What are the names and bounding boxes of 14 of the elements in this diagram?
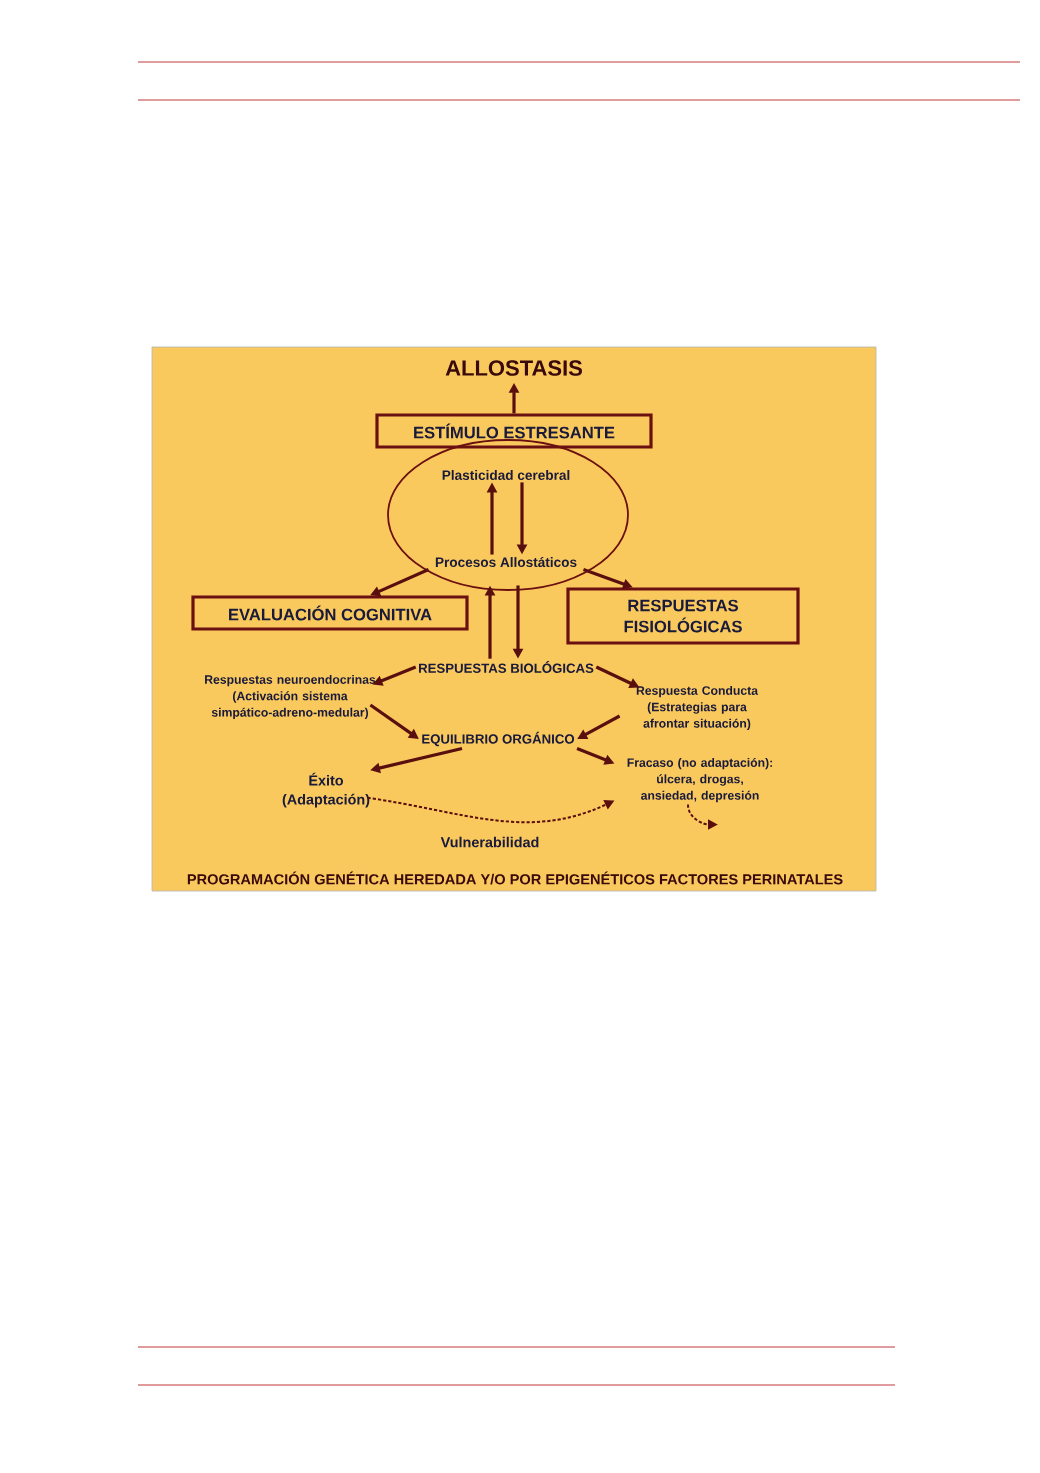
node-text: Fracaso (no adaptación): úlcera, drogas, ansiedad, depresión xyxy=(627,757,773,803)
node-text: Procesos Allostáticos xyxy=(435,556,577,568)
ellipse-shape xyxy=(387,439,629,591)
process-box: EVALUACIÓN COGNITIVA xyxy=(191,595,469,631)
footer-text: PROGRAMACIÓN GENÉTICA HEREDADA Y/O POR EPIGENÉTICOS FACTORES PERINATALES xyxy=(187,871,843,885)
title-text: ALLOSTASIS xyxy=(445,360,582,376)
node-text: RESPUESTAS BIOLÓGICAS xyxy=(419,661,594,673)
process-box: RESPUESTAS FISIOLÓGICAS xyxy=(566,587,800,645)
node-text: Respuesta Conducta (Estrategias para afrontar situación) xyxy=(636,685,759,731)
node-text: Plasticidad cerebral xyxy=(442,470,570,480)
node-text: Respuestas neuroendocrinas (Activación sistema simpático-adreno-medular) xyxy=(205,674,376,720)
node-text: EQUILIBRIO ORGÁNICO xyxy=(422,731,575,747)
node-text: Éxito (Adaptación) xyxy=(282,772,370,808)
process-box: ESTÍMULO ESTRESANTE xyxy=(375,413,653,449)
